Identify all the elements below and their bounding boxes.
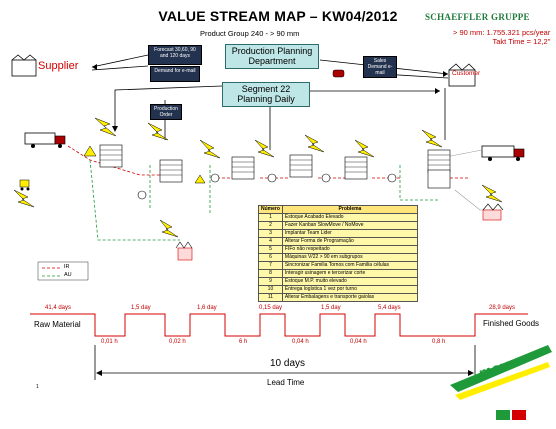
takt-time: Takt Time = 12,2"	[492, 37, 551, 46]
forecast-box: Forecast 30,60, 90 and 120 days	[148, 45, 202, 65]
problems-header-problem: Problema	[281, 205, 419, 214]
supplier-label: Supplier	[38, 60, 79, 72]
supplier-factory-icon	[11, 54, 37, 77]
process-time-label: 0,02 h	[169, 339, 186, 345]
process-time-label: 0,04 h	[350, 339, 367, 345]
timeline-wave	[30, 313, 528, 337]
process-time-label: 0,04 h	[292, 339, 309, 345]
wait-label: 28,9 days	[489, 305, 516, 311]
wait-label: 1,5 day	[321, 305, 341, 311]
segment-planning-box: Segment 22 Planning Daily	[222, 82, 310, 107]
page-title: VALUE STREAM MAP – KW04/2012	[158, 8, 398, 24]
customer-factory-icon	[448, 63, 476, 87]
production-order-box: Production Order	[150, 104, 182, 120]
raw-material-label: Raw Material	[34, 320, 81, 329]
legend-ir: IR	[64, 264, 70, 270]
demand-line: > 90 mm: 1.755.321 pcs/year	[453, 28, 551, 37]
lead-time-label: Lead Time	[267, 378, 305, 387]
wait-label: 1,5 day	[131, 305, 151, 311]
legend-au: AU	[64, 272, 72, 278]
wait-label: 0,15 day	[259, 305, 283, 311]
move-logo-icon	[450, 345, 552, 420]
wait-label: 5,4 days	[378, 305, 401, 311]
supplier-truck-icon	[24, 132, 66, 148]
process-time-label: 0,8 h	[432, 339, 446, 345]
process-time-label: 0,01 h	[101, 339, 118, 345]
wait-label: 1,6 day	[197, 305, 217, 311]
problems-header-number: Número	[258, 205, 283, 214]
finished-goods-label: Finished Goods	[483, 319, 540, 328]
demand-info: > 90 mm: 1.755.321 pcs/year Takt Time = …	[453, 28, 550, 46]
page-number: 1	[36, 384, 39, 390]
telephone-icon	[332, 69, 345, 78]
wait-label: 41,4 days	[45, 305, 72, 311]
demand-email-box: Demand for e-mail	[150, 66, 200, 82]
sales-email-box: Sales Demand e-mail	[363, 56, 397, 78]
customer-truck-icon	[481, 145, 525, 161]
product-group: Product Group 240 - > 90 mm	[200, 29, 300, 38]
forklift-icon	[19, 179, 30, 191]
process-time-label: 6 h	[239, 339, 248, 345]
production-planning-box: Production Planning Department	[225, 44, 319, 69]
legend: IR AU	[64, 263, 72, 279]
total-time: 10 days	[270, 358, 306, 369]
customer-label: Customer	[452, 70, 481, 77]
brand-logo: SCHAEFFLER GRUPPE	[425, 12, 530, 22]
